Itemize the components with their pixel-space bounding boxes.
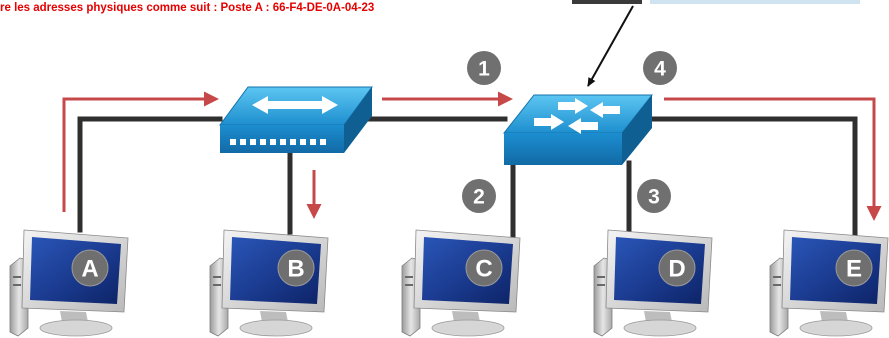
step-label-2: 2 — [473, 186, 485, 209]
hub-device — [219, 86, 373, 153]
monitor — [781, 229, 889, 337]
computer-a: A — [9, 229, 129, 337]
step-badge-1: 1 — [467, 51, 501, 85]
monitor — [21, 229, 129, 337]
computer-label-d: D — [668, 256, 685, 283]
step-badge-2: 2 — [462, 179, 496, 213]
computer-b: B — [209, 229, 329, 337]
computer-label-a: A — [81, 256, 98, 283]
hub-ports — [230, 139, 326, 145]
cable-a-hub — [77, 116, 223, 233]
monitor — [221, 229, 329, 337]
flow-arrows — [62, 91, 882, 221]
computer-e: E — [769, 229, 889, 337]
switch-arrows-icon — [534, 98, 620, 134]
computer-c: C — [401, 229, 521, 337]
cable-switch-e — [642, 116, 858, 241]
monitor — [605, 229, 713, 337]
cropped-object-right — [650, 0, 860, 4]
cropped-object-left — [572, 0, 642, 4]
step-label-4: 4 — [654, 58, 666, 81]
step-badge-4: 4 — [643, 51, 677, 85]
monitor — [413, 229, 521, 337]
network-cables — [77, 116, 858, 241]
pointer-arrow — [587, 5, 634, 87]
computer-label-e: E — [846, 256, 862, 283]
step-label-1: 1 — [478, 58, 490, 81]
computer-d: D — [593, 229, 713, 337]
caption-text: re les adresses physiques comme suit : P… — [0, 2, 375, 14]
step-label-3: 3 — [648, 186, 660, 209]
flow-arrow-switch-to-e — [664, 97, 882, 221]
switch-device — [502, 94, 654, 165]
hub-double-arrow-icon — [252, 96, 338, 114]
computer-label-b: B — [287, 256, 304, 283]
computer-label-c: C — [475, 256, 492, 283]
flow-arrow-a-to-hub — [62, 91, 219, 212]
step-badge-3: 3 — [637, 179, 671, 213]
